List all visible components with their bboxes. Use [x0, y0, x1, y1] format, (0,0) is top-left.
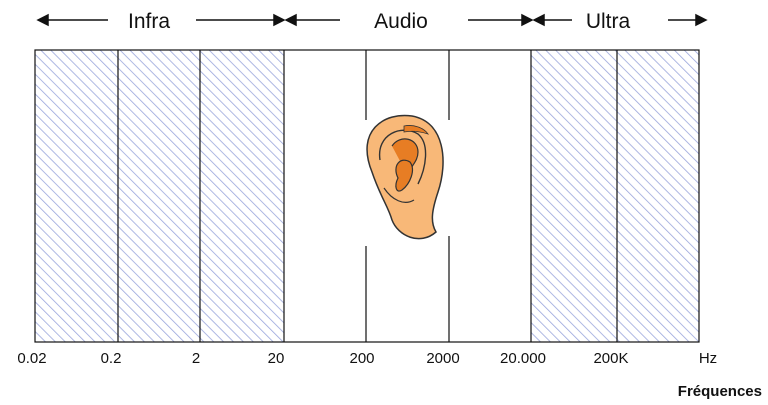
tick-label: 0.02 — [17, 350, 46, 367]
divider-lines — [117, 50, 618, 342]
tick-labels: 0.02 0.2 2 20 200 2000 20.000 200K Hz — [17, 350, 717, 367]
tick-label: 2 — [192, 350, 200, 367]
tick-label-unit: Hz — [699, 350, 717, 367]
x-axis-title: Fréquences — [678, 383, 762, 400]
tick-label: 0.2 — [101, 350, 122, 367]
tick-label: 2000 — [426, 350, 459, 367]
tick-label: 200K — [593, 350, 628, 367]
band-arrows — [36, 13, 708, 27]
tick-label: 20 — [268, 350, 285, 367]
ear-icon — [366, 114, 444, 240]
diagram-frame — [34, 49, 700, 343]
ultra-region — [531, 50, 699, 342]
band-label-ultra: Ultra — [586, 10, 631, 33]
band-label-infra: Infra — [128, 10, 170, 33]
infra-region — [35, 50, 284, 342]
tick-label: 200 — [349, 350, 374, 367]
band-label-audio: Audio — [374, 10, 428, 33]
tick-label: 20.000 — [500, 350, 546, 367]
